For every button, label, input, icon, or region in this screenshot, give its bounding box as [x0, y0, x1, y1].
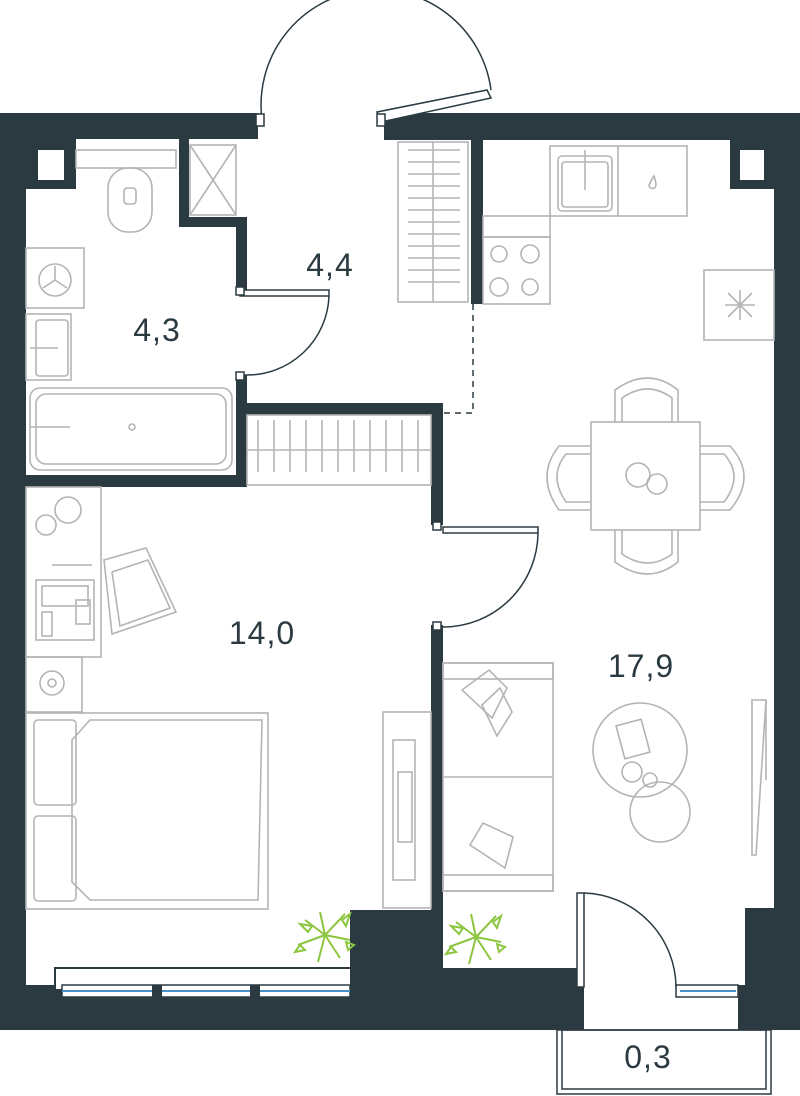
balcony: [556, 1029, 772, 1095]
tv-stand-icon: [382, 711, 432, 909]
desk-icon: [25, 486, 102, 658]
kitchen-sink-icon: [557, 150, 613, 212]
dining-table-icon: [546, 377, 745, 575]
kitchen-counter: [482, 145, 775, 341]
toilet-icon: [75, 149, 177, 233]
washing-machine-icon: [25, 247, 85, 309]
bathtub-icon: [29, 387, 233, 471]
stove-icon: [482, 236, 551, 305]
bathroom-area-label: 4,3: [133, 312, 181, 348]
bedroom-window: [54, 967, 352, 1030]
doors: [235, 0, 677, 988]
lamp-icon: [25, 656, 83, 713]
hallway-area-label: 4,4: [306, 247, 354, 283]
walls: [0, 113, 800, 1030]
wardrobe-icon: [246, 414, 432, 486]
armchair-icon: [103, 547, 178, 636]
tv-icon: [751, 699, 767, 856]
living-kitchen-area-label: 17,9: [607, 648, 675, 684]
plant-icon: [292, 911, 356, 963]
bedroom-area-label: 14,0: [228, 615, 296, 651]
bed-icon: [25, 712, 269, 910]
sofa-icon: [442, 662, 554, 892]
balcony-area-label: 0,3: [624, 1039, 672, 1075]
wardrobe-icon: [397, 141, 469, 303]
plant-icon: [443, 913, 507, 965]
sink-icon: [25, 313, 72, 381]
balcony-window: [675, 984, 739, 998]
shower-icon: [189, 144, 237, 216]
coffee-table-icon: [592, 702, 691, 843]
